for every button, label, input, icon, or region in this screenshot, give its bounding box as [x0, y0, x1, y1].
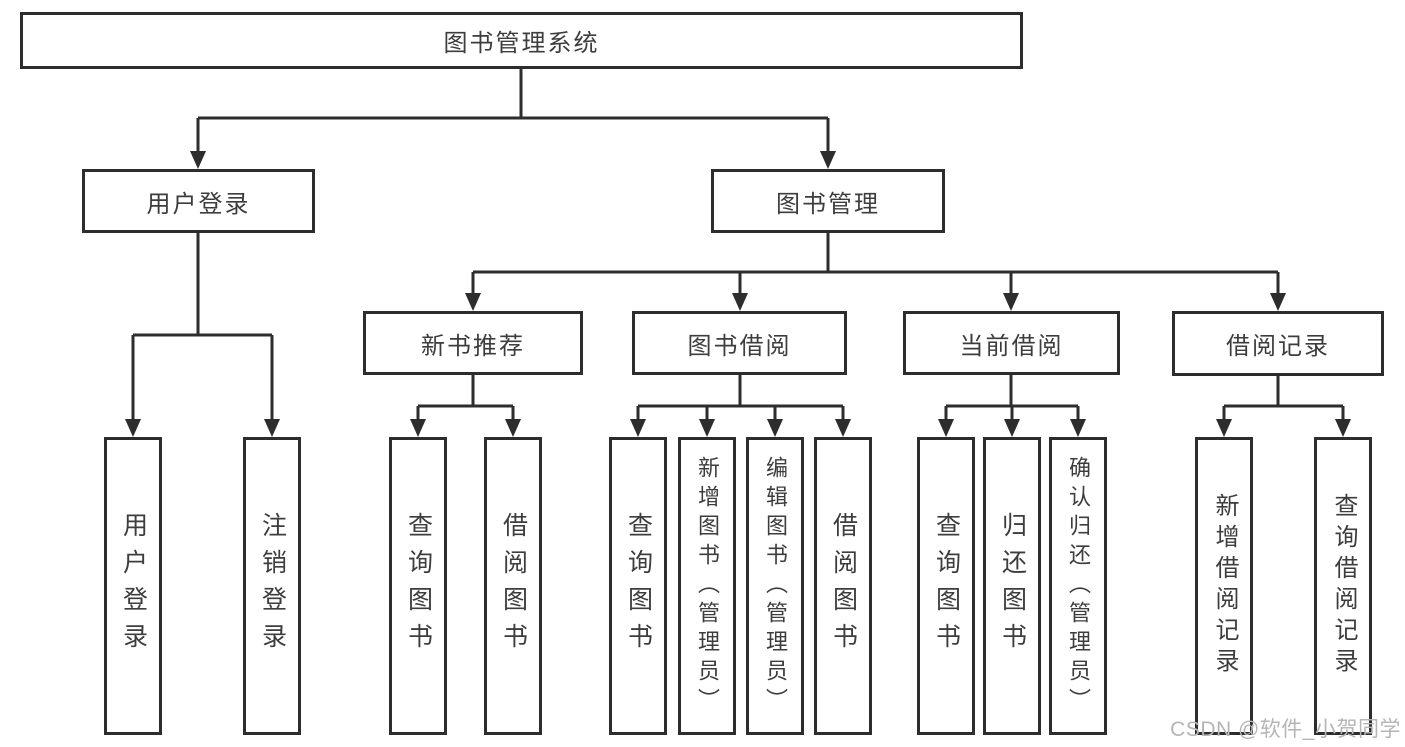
leaf-logout: 注销登录	[243, 437, 301, 735]
leaf-query-books-borrowing: 查询图书	[609, 437, 667, 735]
leaf-edit-books-admin: 编辑图书（管理员）	[746, 437, 804, 735]
node-borrowing-records: 借阅记录	[1172, 311, 1384, 376]
leaf-add-borrow-record: 新增借阅记录	[1195, 437, 1253, 735]
csdn-watermark: CSDN @软件_小贺同学	[1170, 718, 1401, 741]
node-book-management-system: 图书管理系统	[20, 12, 1023, 69]
leaf-query-books-recommend: 查询图书	[389, 437, 447, 735]
node-new-book-recommend: 新书推荐	[363, 311, 583, 375]
node-book-management: 图书管理	[711, 169, 945, 233]
leaf-return-books: 归还图书	[983, 437, 1041, 735]
node-book-borrowing: 图书借阅	[632, 311, 847, 375]
leaf-query-borrow-record: 查询借阅记录	[1314, 437, 1372, 735]
leaf-borrow-books-recommend: 借阅图书	[484, 437, 542, 735]
leaf-user-login: 用户登录	[104, 437, 162, 735]
leaf-add-books-admin: 新增图书（管理员）	[678, 437, 736, 735]
node-current-borrowing: 当前借阅	[903, 311, 1120, 375]
leaf-query-books-current: 查询图书	[917, 437, 975, 735]
leaf-confirm-return-admin: 确认归还（管理员）	[1049, 437, 1107, 735]
leaf-borrow-books-borrowing: 借阅图书	[814, 437, 872, 735]
node-user-login: 用户登录	[82, 169, 315, 233]
